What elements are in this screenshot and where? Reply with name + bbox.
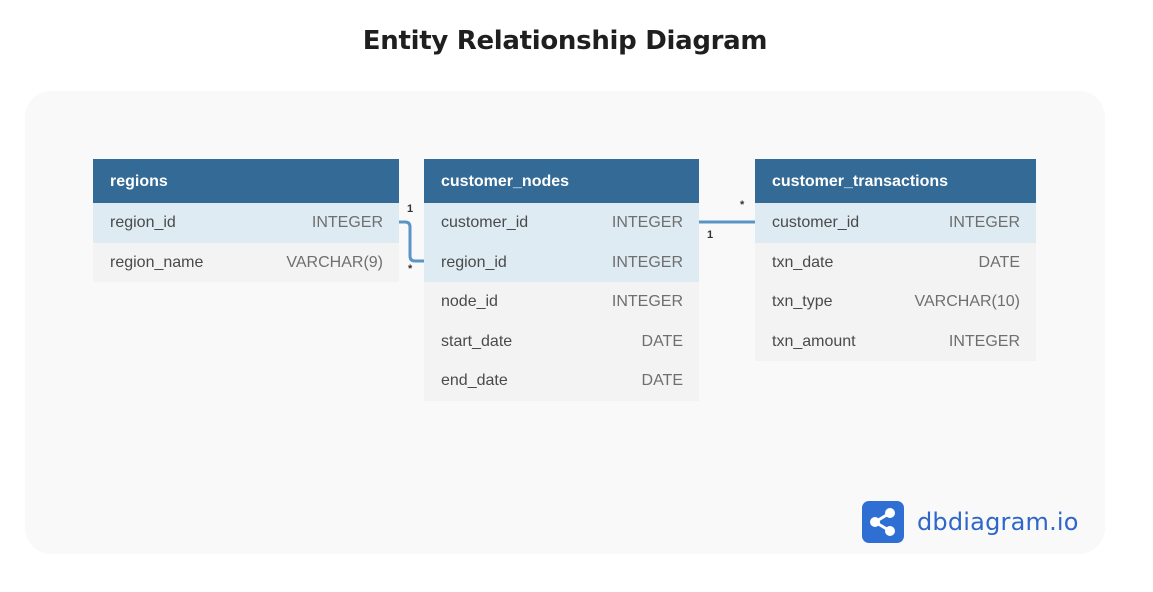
table-row[interactable]: customer_id INTEGER (424, 203, 699, 243)
column-name: region_id (110, 214, 176, 231)
column-name: node_id (441, 293, 498, 310)
table-row[interactable]: region_id INTEGER (93, 203, 399, 243)
brand-name: dbdiagram.io (917, 508, 1079, 536)
table-row[interactable]: end_date DATE (424, 361, 699, 401)
table-row[interactable]: region_name VARCHAR(9) (93, 243, 399, 283)
column-type: INTEGER (611, 253, 683, 271)
relation-line-regions-customer-nodes[interactable] (399, 220, 424, 263)
page-title: Entity Relationship Diagram (362, 26, 768, 56)
column-type: INTEGER (611, 214, 683, 231)
column-name: txn_type (772, 293, 833, 310)
column-type: DATE (641, 372, 683, 389)
table-customer-transactions[interactable]: customer_transactions customer_id INTEGE… (755, 159, 1036, 361)
column-type: VARCHAR(10) (914, 293, 1021, 310)
column-type: INTEGER (611, 293, 683, 310)
cardinality-label: * (740, 199, 745, 211)
table-row[interactable]: start_date DATE (424, 322, 699, 362)
table-row[interactable]: customer_id INTEGER (755, 203, 1036, 243)
column-name: txn_date (772, 253, 834, 271)
column-name: region_name (110, 253, 204, 271)
table-row[interactable]: txn_type VARCHAR(10) (755, 282, 1036, 322)
column-name: customer_id (441, 214, 529, 231)
table-header[interactable]: regions (93, 159, 399, 203)
table-customer-nodes[interactable]: customer_nodes customer_id INTEGER regio… (424, 159, 699, 401)
column-name: end_date (441, 372, 508, 389)
column-name: region_id (441, 253, 507, 271)
column-name: start_date (441, 332, 513, 350)
cardinality-label: 1 (407, 203, 414, 215)
column-name: customer_id (772, 214, 860, 231)
cardinality-label: * (408, 263, 413, 275)
table-row[interactable]: txn_date DATE (755, 243, 1036, 283)
cardinality-label: 1 (707, 229, 714, 241)
column-type: INTEGER (948, 332, 1020, 350)
table-header[interactable]: customer_transactions (755, 159, 1036, 203)
column-type: VARCHAR(9) (286, 253, 383, 271)
column-type: INTEGER (948, 214, 1020, 231)
brand-link[interactable]: dbdiagram.io (862, 501, 1079, 543)
table-regions[interactable]: regions region_id INTEGER region_name VA… (93, 159, 399, 282)
table-row[interactable]: region_id INTEGER (424, 242, 699, 282)
share-nodes-icon (862, 501, 904, 543)
table-row[interactable]: txn_amount INTEGER (755, 322, 1036, 362)
column-type: DATE (641, 332, 683, 350)
column-type: INTEGER (311, 214, 383, 231)
column-type: DATE (978, 253, 1020, 271)
table-row[interactable]: node_id INTEGER (424, 282, 699, 322)
table-header[interactable]: customer_nodes (424, 159, 699, 203)
column-name: txn_amount (772, 332, 856, 350)
